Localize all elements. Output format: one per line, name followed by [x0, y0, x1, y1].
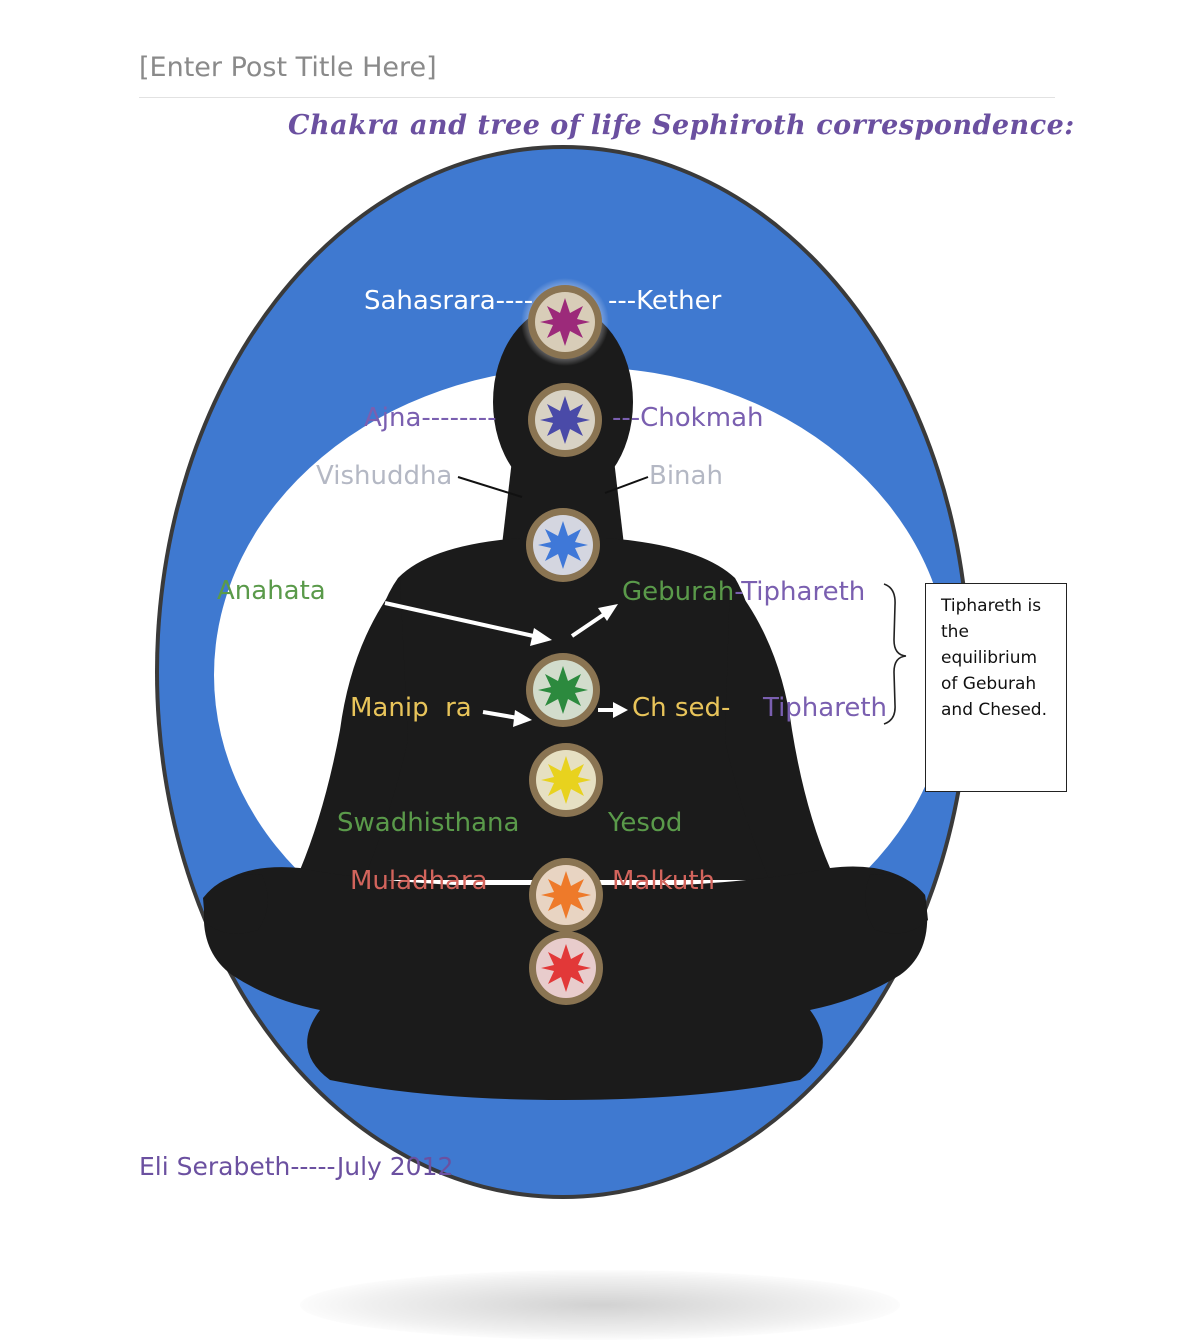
sahasrara-chakra-icon [528, 285, 602, 359]
chesed-arrow-icon [598, 702, 628, 718]
vishuddha-pointer-line [457, 476, 523, 498]
muladhara-chakra-icon [529, 931, 603, 1005]
swadhisthana-chakra-icon [529, 858, 603, 932]
yesod-label: Yesod [608, 808, 683, 838]
title-divider [139, 97, 1055, 98]
chokmah-label: ---Chokmah [612, 403, 764, 433]
vishuddha-label: Vishuddha [316, 461, 453, 491]
muladhara-label: Muladhara [350, 866, 488, 896]
geburah-arrow-icon [570, 604, 618, 638]
binah-label: Binah [649, 461, 723, 491]
geburah-tiphareth-label: Geburah-Tiphareth [622, 577, 866, 607]
tiphareth-note-text: Tiphareth is the equilibrium of Geburah … [941, 596, 1048, 720]
tiphareth-label: Tiphareth [763, 693, 888, 723]
tiphareth-note-box: Tiphareth is the equilibrium of Geburah … [925, 583, 1067, 792]
binah-pointer-line [604, 476, 649, 494]
page-shadow [300, 1270, 900, 1340]
anahata-arrow-icon [384, 601, 552, 646]
author-line: Eli Serabeth-----July 2012 [139, 1152, 454, 1181]
anahata-chakra-icon [526, 653, 600, 727]
tiphareth-brace-icon [883, 583, 907, 725]
swadhisthana-label: Swadhisthana [337, 808, 520, 838]
diagram-title: Chakra and tree of life Sephiroth corres… [288, 110, 1075, 141]
manipura-chakra-icon [529, 743, 603, 817]
ajna-chakra-icon [528, 383, 602, 457]
malkuth-label: Malkuth [612, 866, 715, 896]
chesed-label: Ch sed- [632, 693, 731, 723]
kether-label: ---Kether [608, 286, 722, 316]
vishuddha-chakra-icon [526, 508, 600, 582]
manipura-arrow-icon [482, 710, 532, 727]
post-title-placeholder[interactable]: [Enter Post Title Here] [139, 52, 437, 83]
meditating-silhouette [203, 306, 928, 1100]
manipura-label: Manip ra [350, 693, 472, 723]
anahata-label: Anahata [217, 576, 326, 606]
sahasrara-label: Sahasrara---- [364, 286, 534, 316]
ajna-label: Ajna-------- [364, 403, 497, 433]
